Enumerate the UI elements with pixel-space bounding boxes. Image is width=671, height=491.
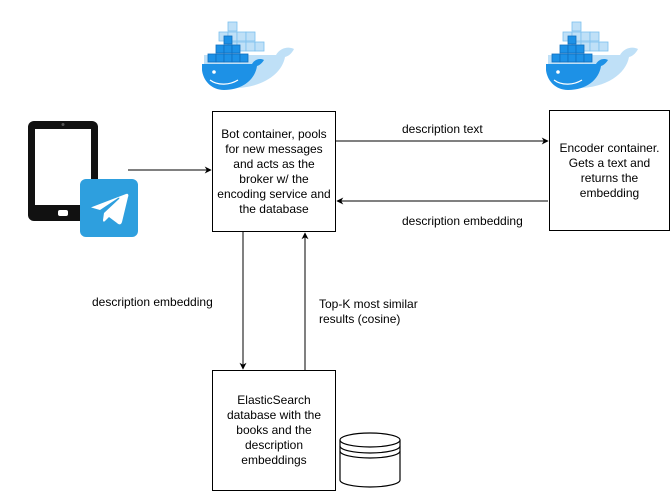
edge-label-description-text: description text xyxy=(402,122,483,136)
encoder-container-label: Encoder container. Gets a text and retur… xyxy=(559,140,660,200)
docker-whale-icon-left xyxy=(201,21,295,91)
telegram-icon xyxy=(80,179,138,237)
edge-label-description-embedding-left: description embedding xyxy=(92,295,213,309)
edge-label-top-k-results: Top-K most similar results (cosine) xyxy=(319,297,418,326)
database-cylinder-icon xyxy=(339,432,401,488)
edge-label-description-embedding-right: description embedding xyxy=(402,214,523,228)
elasticsearch-node: ElasticSearch database with the books an… xyxy=(212,370,336,491)
docker-whale-icon-right xyxy=(545,21,639,91)
encoder-container-node: Encoder container. Gets a text and retur… xyxy=(549,110,670,231)
bot-container-label: Bot container, pools for new messages an… xyxy=(217,126,331,216)
bot-container-node: Bot container, pools for new messages an… xyxy=(212,111,336,232)
elasticsearch-label: ElasticSearch database with the books an… xyxy=(226,393,322,467)
